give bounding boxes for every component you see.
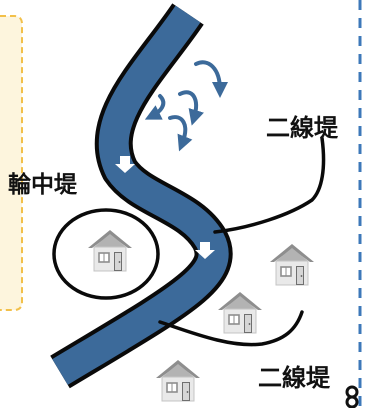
ring-levee	[52, 208, 160, 300]
secondary-levee-bottom-label: 二線堤	[258, 364, 330, 392]
overflow-arrow-icon	[178, 90, 204, 126]
house-icon	[217, 291, 263, 334]
overflow-arrow-icon	[168, 115, 193, 152]
house-icon	[155, 359, 201, 402]
marker-icon	[345, 385, 359, 408]
house-icon	[87, 229, 133, 272]
secondary-levee-bottom	[158, 310, 304, 347]
overflow-arrow-icon	[144, 94, 166, 120]
flow-down-arrow-icon	[195, 242, 215, 259]
ring-levee-label: 輪中堤	[8, 172, 77, 198]
info-panel	[0, 15, 23, 311]
secondary-levee-top-label: 二線堤	[266, 114, 338, 142]
house-icon	[269, 243, 315, 286]
river	[50, 3, 233, 389]
overflow-arrow-icon	[194, 60, 228, 98]
secondary-levee-top	[213, 136, 326, 234]
flow-down-arrow-icon	[115, 156, 135, 173]
